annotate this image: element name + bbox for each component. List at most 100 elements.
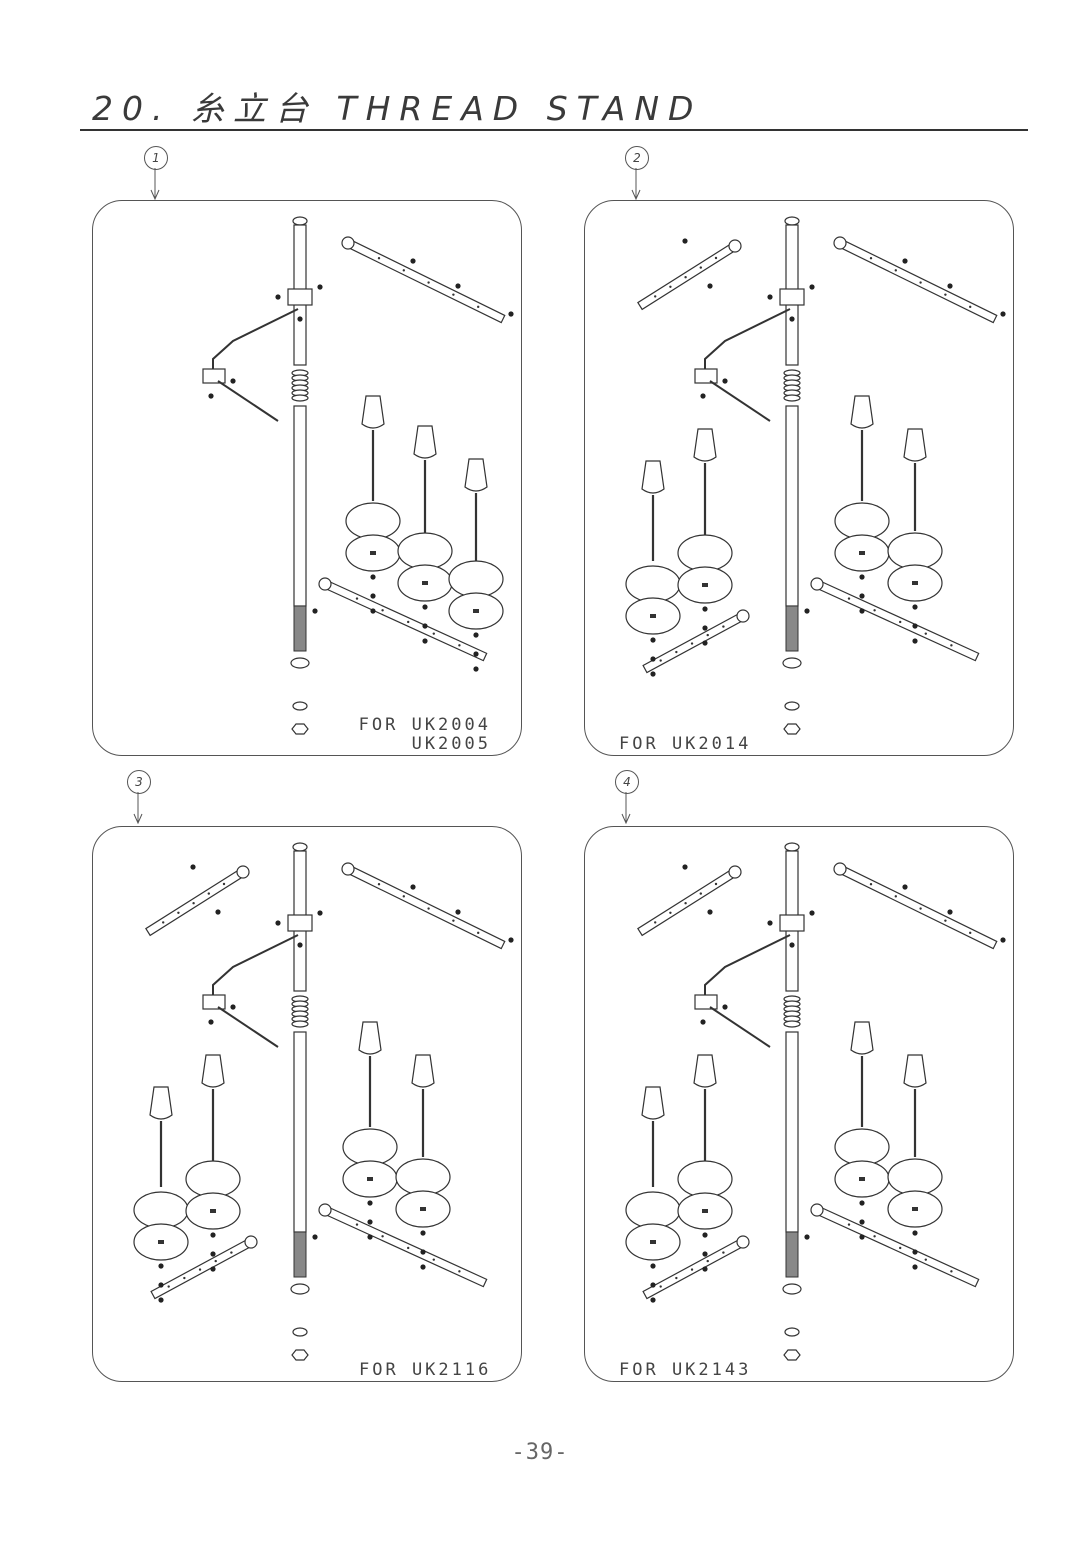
callout-arrow-4 (621, 792, 631, 824)
screw (230, 1004, 236, 1010)
arm-clamp (236, 865, 250, 879)
arm-hole (477, 305, 480, 309)
panel-4: FOR UK2143 (584, 826, 1014, 1382)
screw (707, 283, 713, 289)
screw (312, 608, 318, 614)
screw (707, 909, 713, 915)
caption-line-2: UK2005 (411, 734, 491, 754)
arm-hole (432, 632, 435, 635)
arm-hole (654, 921, 657, 924)
arm-hole (944, 293, 947, 296)
screw (215, 909, 221, 915)
thread-guide-rod (704, 308, 791, 376)
screw (702, 625, 708, 631)
pole-lower (785, 405, 799, 607)
spool-3-cone (641, 1086, 665, 1120)
screw (210, 1232, 216, 1238)
thread-stand-diagram-4 (625, 842, 1006, 1361)
screw (859, 1219, 865, 1225)
spool-3-hub (473, 609, 479, 613)
screw (370, 574, 376, 580)
arm-hole (675, 650, 678, 654)
arm-hole (950, 1270, 953, 1273)
screw (650, 1282, 656, 1288)
arm-hole (869, 883, 873, 886)
arm-hole (183, 1276, 186, 1280)
screw (473, 632, 479, 638)
arm-hole (969, 305, 972, 309)
upper-right-arm (837, 238, 998, 324)
spool-2-disc-upper (887, 532, 943, 570)
arm-hole (873, 1235, 876, 1238)
arm-hole (214, 1259, 217, 1263)
washer-2 (292, 1327, 308, 1337)
upper-right-arm (345, 238, 506, 324)
screw (508, 311, 514, 317)
spool-2-hub (912, 581, 918, 585)
spool-1-hub (859, 1177, 865, 1181)
arm-hole (427, 907, 430, 910)
washer-2 (784, 1327, 800, 1337)
arm-hole (222, 882, 226, 886)
guide-clamp (202, 994, 226, 1010)
spool-1-cone (850, 395, 874, 429)
page-number: -39- (511, 1440, 569, 1465)
arm-hole (675, 1276, 678, 1280)
upper-right-arm (345, 864, 506, 950)
screw (859, 574, 865, 580)
arm-hole (714, 882, 718, 886)
arm-hole (432, 1258, 435, 1261)
arm-hole (847, 597, 851, 600)
screw (702, 1251, 708, 1257)
spool-3-hub (650, 1240, 656, 1244)
arm-hole (452, 919, 455, 922)
screw (767, 920, 773, 926)
screw (158, 1263, 164, 1269)
arm-hole (699, 266, 702, 269)
arm-hole (452, 293, 455, 296)
spool-3-hub (650, 614, 656, 618)
spool-4-hub (702, 583, 708, 587)
screw (702, 1232, 708, 1238)
screw (682, 864, 688, 870)
upper-left-arm (637, 867, 738, 937)
washer-2 (292, 701, 308, 711)
nut (783, 1349, 801, 1361)
screw (210, 1251, 216, 1257)
spool-1-cone (358, 1021, 382, 1055)
screw (650, 656, 656, 662)
screw (804, 1234, 810, 1240)
screw (230, 378, 236, 384)
screw (297, 942, 303, 948)
arm-clamp (736, 609, 750, 623)
spool-3-disc-upper (133, 1191, 189, 1229)
spool-2-hub (420, 1207, 426, 1211)
arm-clamp (318, 577, 332, 591)
arm-clamp (341, 862, 355, 876)
screw (650, 1263, 656, 1269)
arm-clamp (341, 236, 355, 250)
screw (789, 942, 795, 948)
arm-clamp (833, 236, 847, 250)
arm-hole (706, 1259, 709, 1263)
arm-hole (458, 644, 461, 647)
spring-coil (783, 394, 801, 402)
arm-hole (355, 597, 359, 600)
spool-1-disc-upper (834, 1128, 890, 1166)
spool-2-cone (411, 1054, 435, 1088)
panel-1: FOR UK2004 UK2005 (92, 200, 522, 756)
screw (902, 258, 908, 264)
screw (275, 920, 281, 926)
callout-arrow-1 (150, 168, 160, 200)
screw (422, 638, 428, 644)
pole-thread (785, 605, 799, 652)
callout-1: 1 (144, 146, 168, 170)
screw (367, 1219, 373, 1225)
washer (782, 657, 802, 669)
arm-hole (873, 609, 876, 612)
screw (859, 608, 865, 614)
pole-lower (293, 405, 307, 607)
screw (158, 1297, 164, 1303)
screw (317, 910, 323, 916)
screw (859, 593, 865, 599)
